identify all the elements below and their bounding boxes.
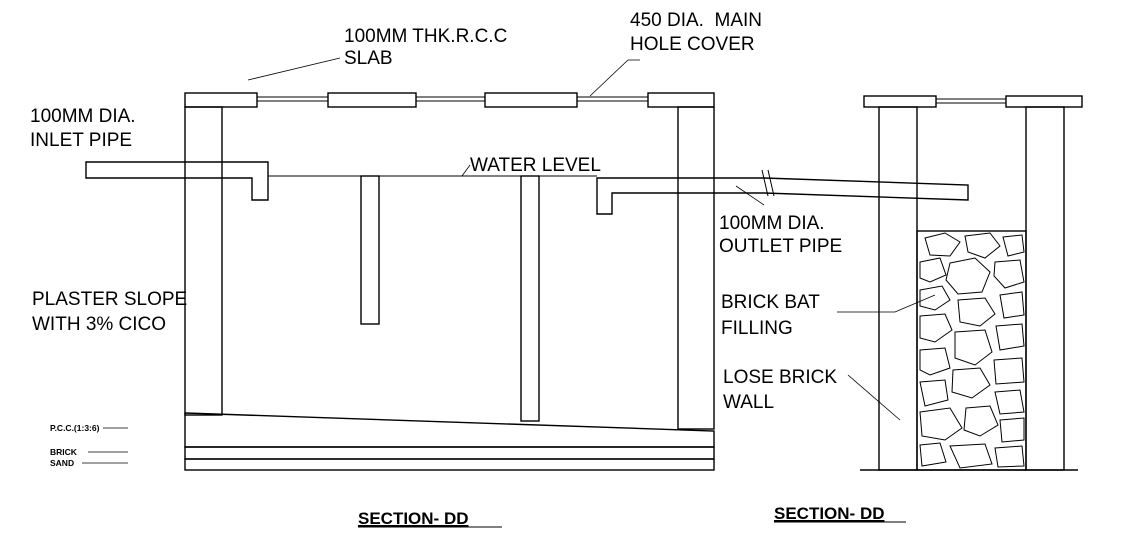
soak-pit-left-wall xyxy=(878,106,918,471)
lose-wall-label-line1: LOSE BRICK xyxy=(723,367,837,388)
section-title-left: SECTION- DD xyxy=(358,509,469,528)
plaster-label-line1: PLASTER SLOPE xyxy=(32,289,187,310)
sand-label: SAND xyxy=(50,458,74,468)
slab-label-line2: SLAB xyxy=(344,48,393,69)
brick-label: BRICK xyxy=(50,447,78,457)
brick-bat-filling xyxy=(916,230,1027,471)
outlet-pipe xyxy=(596,169,969,215)
plaster-label-line2: WITH 3% CICO xyxy=(32,314,166,335)
lose-wall-label-line2: WALL xyxy=(723,392,774,413)
soak-pit-right-wall xyxy=(1025,106,1065,471)
tank-right-wall xyxy=(677,106,715,430)
inlet-label-line2: INLET PIPE xyxy=(30,130,132,151)
soak-pit-slab xyxy=(863,95,1083,108)
pcc-label: P.C.C.(1:3:6) xyxy=(50,423,100,433)
tank-left-wall xyxy=(184,106,223,416)
manhole-label-line1: 450 DIA. MAIN xyxy=(630,10,762,31)
inlet-pipe xyxy=(85,161,269,201)
pcc-base xyxy=(184,412,715,471)
baffle-wall-1 xyxy=(360,175,380,325)
water-level-label: WATER LEVEL xyxy=(470,155,601,176)
slab-label-line1: 100MM THK.R.C.C xyxy=(344,26,507,47)
section-title-right: SECTION- DD xyxy=(774,504,885,523)
rcc-slab xyxy=(184,92,715,108)
leader-lines xyxy=(82,57,936,464)
manhole-label-line2: HOLE COVER xyxy=(630,34,755,55)
outlet-label-line1: 100MM DIA. xyxy=(719,213,825,234)
brick-bat-label-line2: FILLING xyxy=(721,318,793,339)
brick-bat-label-line1: BRICK BAT xyxy=(721,292,820,313)
outlet-label-line2: OUTLET PIPE xyxy=(719,236,842,257)
baffle-wall-2 xyxy=(520,175,540,422)
inlet-label-line1: 100MM DIA. xyxy=(30,106,136,127)
